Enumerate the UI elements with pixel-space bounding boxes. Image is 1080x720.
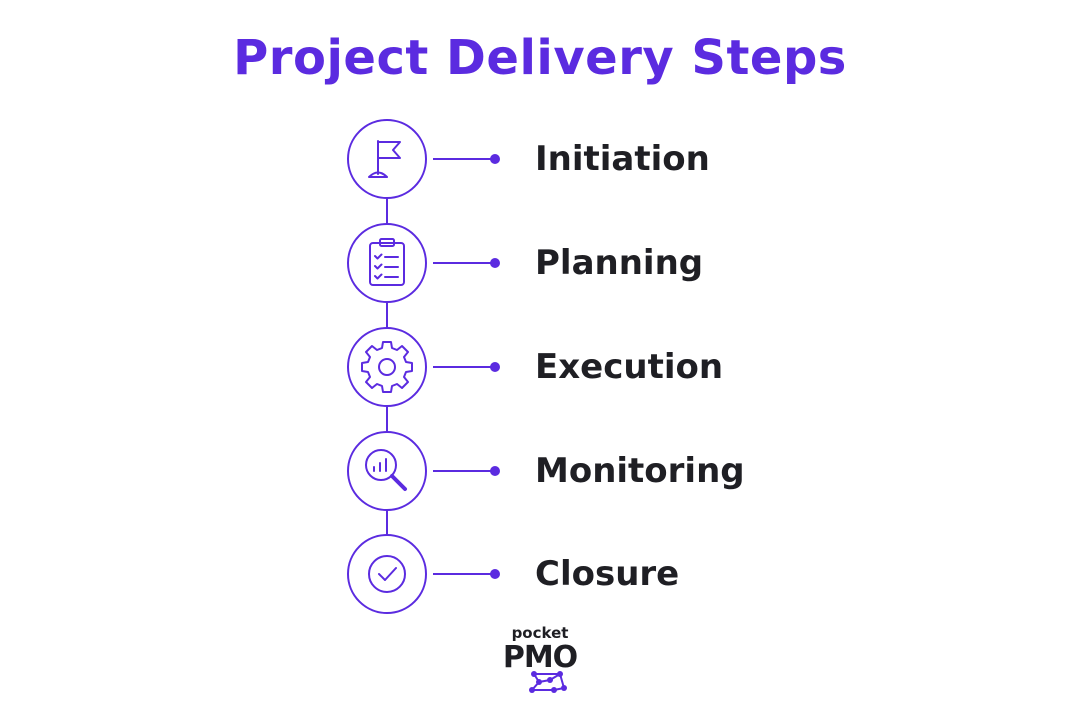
- step-pointer-dot: [490, 154, 500, 164]
- logo-small-text: pocket: [511, 624, 569, 642]
- step-planning: [347, 223, 500, 303]
- step-circle: [347, 223, 427, 303]
- step-pointer-dot: [490, 362, 500, 372]
- checkmark-icon: [368, 555, 406, 593]
- logo-big-text: PMO: [502, 640, 578, 675]
- step-pointer-dot: [490, 258, 500, 268]
- step-label-monitoring: Monitoring: [535, 451, 745, 491]
- step-monitoring: [347, 431, 500, 511]
- step-circle: [347, 534, 427, 614]
- step-initiation: [347, 119, 500, 199]
- step-execution: [347, 327, 500, 407]
- step-label-execution: Execution: [535, 347, 724, 387]
- pocket-pmo-logo: pocket PMO: [480, 624, 600, 704]
- step-circle: [347, 327, 427, 407]
- step-label-initiation: Initiation: [535, 139, 710, 179]
- flag-icon: [368, 140, 401, 178]
- step-label-closure: Closure: [535, 554, 680, 594]
- step-closure: [347, 534, 500, 614]
- step-label-planning: Planning: [535, 243, 704, 283]
- page-title: Project Delivery Steps: [233, 30, 847, 86]
- clipboard-checklist-icon: [369, 238, 405, 286]
- gear-icon: [361, 341, 413, 393]
- step-pointer-dot: [490, 466, 500, 476]
- magnifier-chart-icon: [365, 449, 407, 491]
- step-pointer-dot: [490, 569, 500, 579]
- network-logo-icon: [529, 671, 567, 693]
